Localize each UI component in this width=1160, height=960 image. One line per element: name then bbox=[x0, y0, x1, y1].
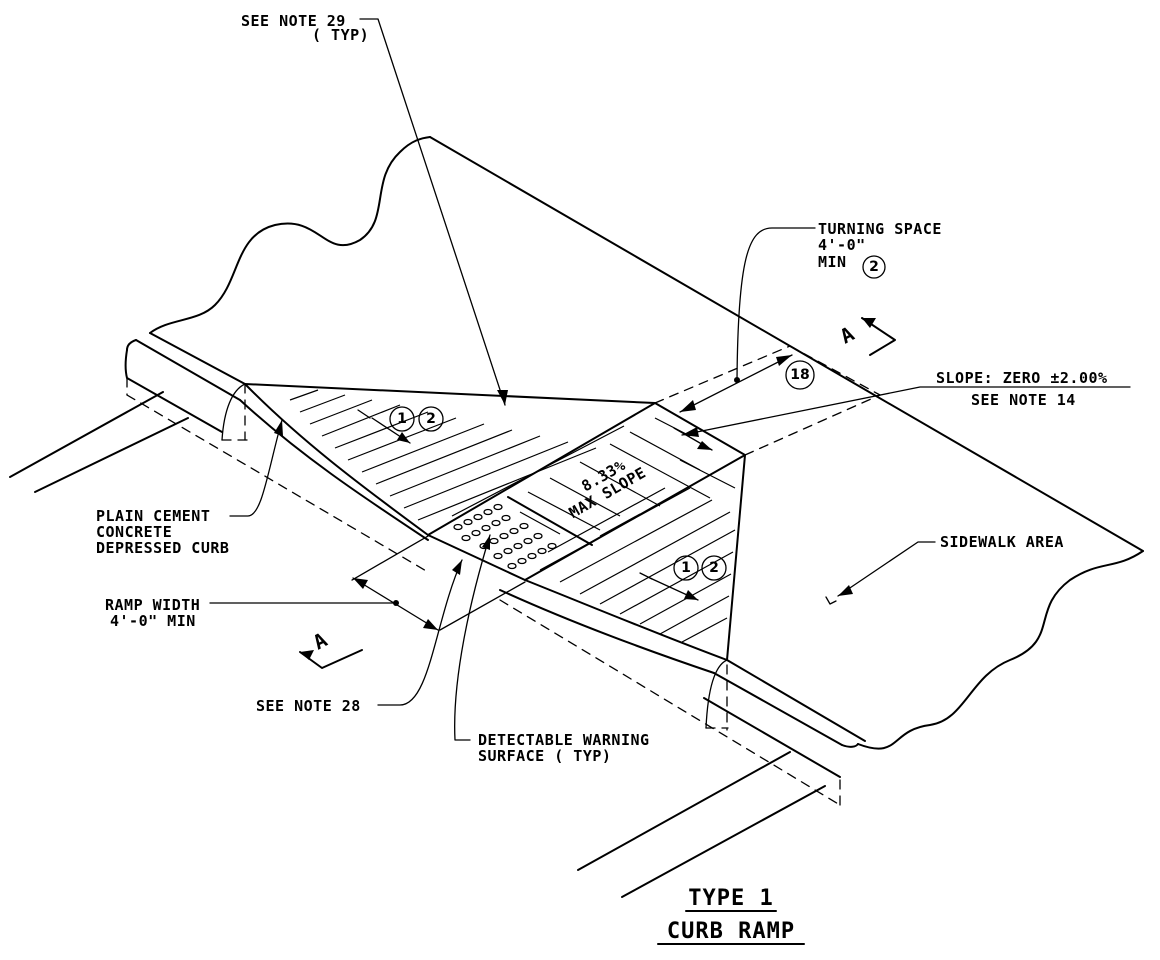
callout-2-right bbox=[701, 555, 727, 581]
curb-left bbox=[124, 332, 429, 573]
turning-line1: TURNING SPACE bbox=[818, 220, 942, 238]
turning-space-lines bbox=[654, 345, 881, 456]
note29-line2: ( TYP) bbox=[312, 26, 369, 44]
dws-line2: SURFACE ( TYP) bbox=[478, 747, 611, 765]
turning-line2: 4'-0" bbox=[818, 236, 866, 254]
curb-line3: DEPRESSED CURB bbox=[96, 539, 229, 557]
callout-1-left-text: 1 bbox=[397, 411, 407, 427]
title-block: TYPE 1 CURB RAMP bbox=[657, 886, 805, 945]
road-lines bbox=[9, 391, 826, 898]
slope-line2: SEE NOTE 14 bbox=[971, 391, 1076, 409]
detectable-warning-dots bbox=[453, 503, 557, 570]
callout-1-right-text: 1 bbox=[681, 560, 691, 576]
curb-line2: CONCRETE bbox=[96, 523, 172, 541]
labels: SEE NOTE 29 ( TYP) TURNING SPACE 4'-0" M… bbox=[96, 12, 1108, 765]
title-line1: TYPE 1 bbox=[688, 886, 773, 911]
callout-2-turning bbox=[862, 255, 886, 279]
callout-1-left bbox=[389, 406, 415, 432]
title-line2: CURB RAMP bbox=[667, 919, 795, 944]
sidewalk-outline bbox=[149, 136, 1144, 750]
callout-2-right-text: 2 bbox=[709, 560, 719, 576]
callout-2-turning-text: 2 bbox=[869, 259, 879, 275]
ramp-width-line1: RAMP WIDTH bbox=[105, 596, 200, 614]
note29-line1: SEE NOTE 29 bbox=[241, 12, 346, 30]
curb-right bbox=[499, 599, 866, 806]
callouts: 1 2 1 2 2 18 bbox=[389, 255, 886, 581]
ramp-width-line2: 4'-0" MIN bbox=[110, 612, 196, 630]
leaders bbox=[209, 18, 1131, 741]
sidewalk-label: SIDEWALK AREA bbox=[940, 533, 1064, 551]
callout-18 bbox=[785, 360, 815, 390]
callout-1-right bbox=[673, 555, 699, 581]
note28-label: SEE NOTE 28 bbox=[256, 697, 361, 715]
hatching bbox=[289, 389, 736, 643]
dws-line1: DETECTABLE WARNING bbox=[478, 731, 650, 749]
callout-18-text: 18 bbox=[790, 367, 809, 383]
turning-line3: MIN bbox=[818, 253, 847, 271]
callout-2-left bbox=[418, 406, 444, 432]
callout-2-left-text: 2 bbox=[426, 411, 436, 427]
curb-line1: PLAIN CEMENT bbox=[96, 507, 210, 525]
section-mark-top: A bbox=[836, 321, 858, 348]
slope-line1: SLOPE: ZERO ±2.00% bbox=[936, 369, 1108, 387]
